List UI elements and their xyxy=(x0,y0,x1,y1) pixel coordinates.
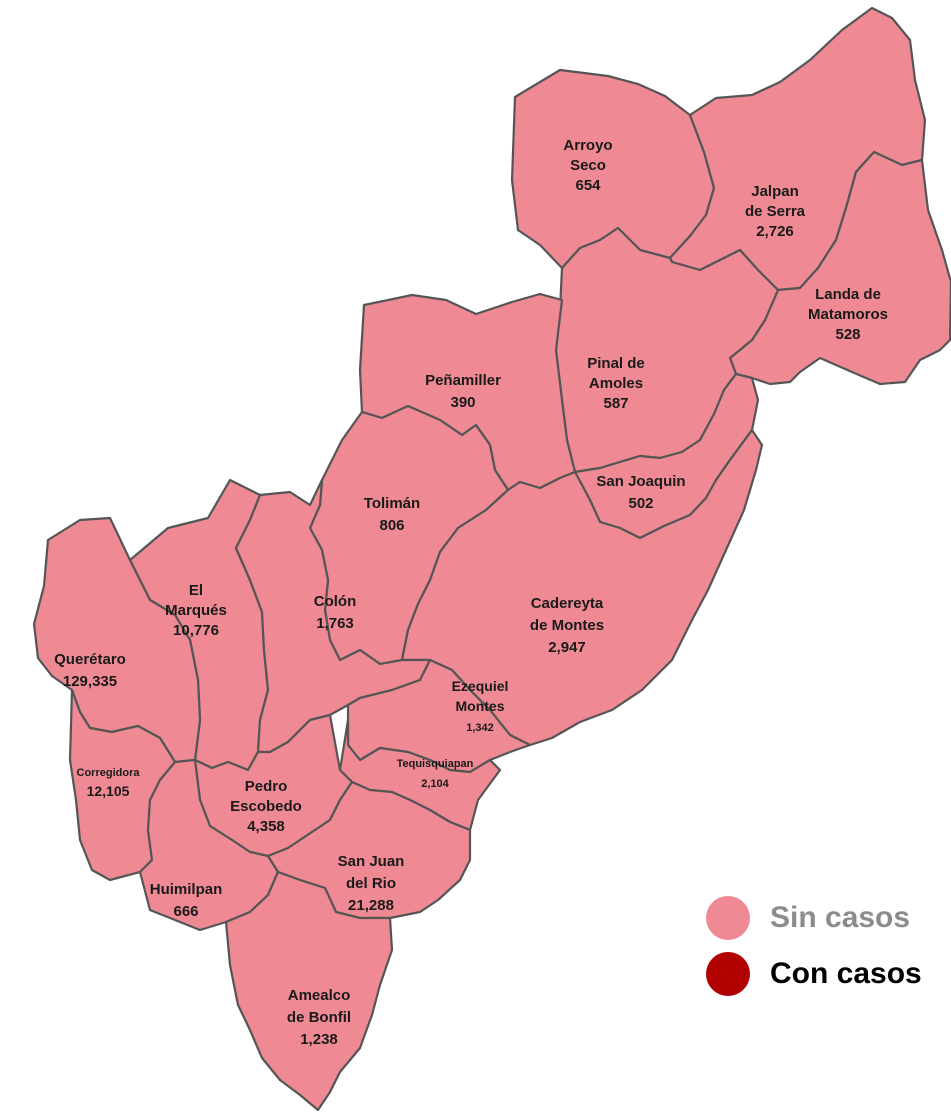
label-arroyo-seco-line-1: Seco xyxy=(570,157,606,174)
label-corregidora-line-1: 12,105 xyxy=(87,783,130,799)
label-san-juan-del-rio-line-0: San Juan xyxy=(338,853,405,870)
label-pinal-de-amoles-line-2: 587 xyxy=(603,395,628,412)
region-landa-de-matamoros xyxy=(728,150,951,386)
label-pedro-escobedo-line-0: Pedro xyxy=(245,778,288,795)
label-landa-de-matamoros-line-0: Landa de xyxy=(815,286,881,303)
legend-swatch-sin-casos xyxy=(706,896,750,940)
legend-item-sin-casos: Sin casos xyxy=(706,896,910,940)
label-cadereyta-de-montes-line-1: de Montes xyxy=(530,617,604,634)
label-amealco-de-bonfil-line-2: 1,238 xyxy=(300,1031,338,1048)
region-huimilpan xyxy=(138,758,280,932)
label-jalpan-de-serra-line-2: 2,726 xyxy=(756,223,794,240)
label-el-marques-line-2: 10,776 xyxy=(173,622,219,639)
label-arroyo-seco-line-0: Arroyo xyxy=(563,137,612,154)
region-cadereyta-de-montes xyxy=(400,428,764,747)
label-ezequiel-montes-line-2: 1,342 xyxy=(466,722,494,734)
label-pinal-de-amoles-line-0: Pinal de xyxy=(587,355,645,372)
label-el-marques-line-0: El xyxy=(189,582,203,599)
label-ezequiel-montes-line-0: Ezequiel xyxy=(452,678,509,694)
label-san-joaquin-line-0: San Joaquin xyxy=(596,473,685,490)
label-jalpan-de-serra-line-0: Jalpan xyxy=(751,183,799,200)
legend-label-con-casos: Con casos xyxy=(770,957,922,990)
label-san-joaquin-line-1: 502 xyxy=(628,495,653,512)
label-jalpan-de-serra-line-1: de Serra xyxy=(745,203,806,220)
label-pinal-de-amoles-line-1: Amoles xyxy=(589,375,643,392)
label-el-marques-line-1: Marqués xyxy=(165,602,227,619)
label-penamiller-line-1: 390 xyxy=(450,394,475,411)
label-tequisquiapan-line-0: Tequisquiapan xyxy=(397,758,474,770)
label-huimilpan-line-0: Huimilpan xyxy=(150,881,223,898)
legend-swatch-con-casos xyxy=(706,952,750,996)
label-ezequiel-montes-line-1: Montes xyxy=(456,698,505,714)
label-corregidora-line-0: Corregidora xyxy=(77,767,141,779)
municipality-regions xyxy=(32,6,951,1112)
legend-item-con-casos: Con casos xyxy=(706,952,922,996)
legend-label-sin-casos: Sin casos xyxy=(770,901,911,934)
label-landa-de-matamoros-line-2: 528 xyxy=(835,326,860,343)
label-toliman-line-1: 806 xyxy=(379,517,404,534)
label-toliman-line-0: Tolimán xyxy=(364,495,420,512)
label-amealco-de-bonfil-line-1: de Bonfil xyxy=(287,1009,351,1026)
label-colon-line-0: Colón xyxy=(314,593,357,610)
label-huimilpan-line-1: 666 xyxy=(173,903,198,920)
label-cadereyta-de-montes-line-2: 2,947 xyxy=(548,639,586,656)
label-pedro-escobedo-line-1: Escobedo xyxy=(230,798,302,815)
label-pedro-escobedo-line-2: 4,358 xyxy=(247,818,285,835)
label-cadereyta-de-montes-line-0: Cadereyta xyxy=(531,595,604,612)
label-san-juan-del-rio-line-1: del Rio xyxy=(346,875,396,892)
region-amealco-de-bonfil xyxy=(224,870,394,1112)
label-arroyo-seco-line-2: 654 xyxy=(575,177,601,194)
label-tequisquiapan-line-1: 2,104 xyxy=(421,778,449,790)
label-penamiller-line-0: Peñamiller xyxy=(425,372,501,389)
label-queretaro-line-0: Querétaro xyxy=(54,651,126,668)
label-queretaro-line-1: 129,335 xyxy=(63,673,117,690)
label-amealco-de-bonfil-line-0: Amealco xyxy=(288,987,351,1004)
label-landa-de-matamoros-line-1: Matamoros xyxy=(808,306,888,323)
label-san-juan-del-rio-line-2: 21,288 xyxy=(348,897,394,914)
label-colon-line-1: 1,763 xyxy=(316,615,354,632)
